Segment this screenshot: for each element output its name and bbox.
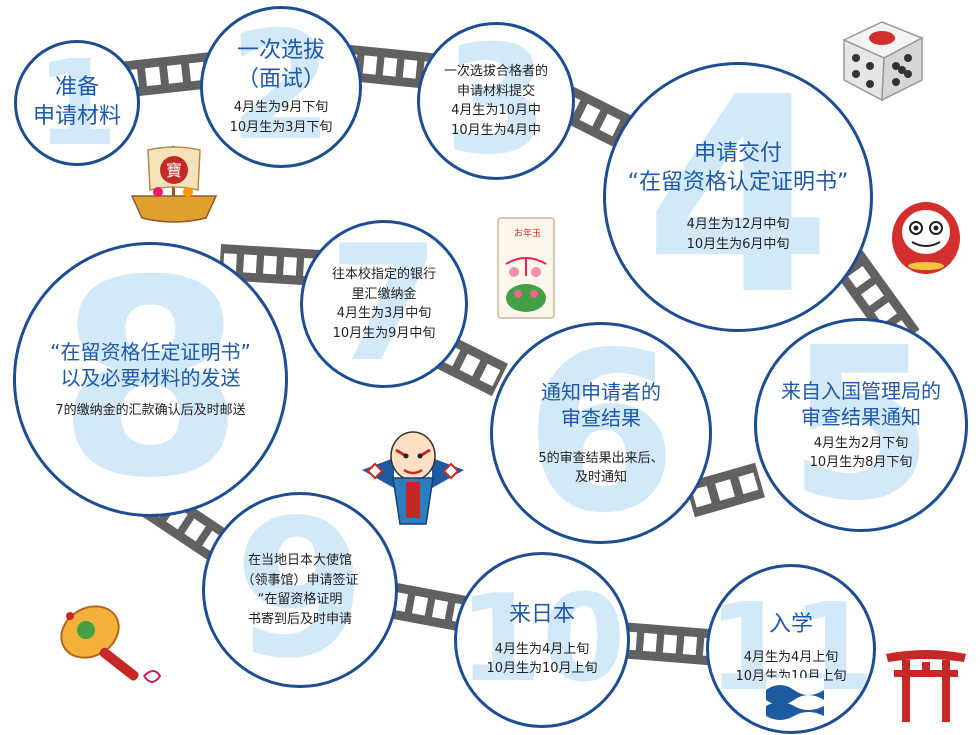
step-2: 2 一次选拔 （面试） 4月生为9月下旬 10月生为3月下旬 — [200, 6, 362, 168]
treasure-ship-icon: 寶 — [130, 146, 218, 223]
step-detail: 4月生为4月上旬 10月生为10月上旬 — [486, 641, 598, 677]
dice-icon — [842, 21, 924, 102]
step-number: 8 — [56, 242, 245, 517]
torii-gate-icon — [886, 650, 966, 722]
step-7: 7 往本校指定的银行 里汇缴纳金 4月生为3月中旬 10月生为9月中旬 — [300, 220, 468, 388]
step-number: 4 — [644, 62, 832, 332]
step-detail: 4月生为2月下旬 10月生为8月下旬 — [809, 435, 913, 471]
envelope-icon: お年玉 — [497, 217, 555, 319]
step-detail: 4月生为9月下旬 10月生为3月下旬 — [229, 100, 333, 135]
step-number: 10 — [458, 570, 626, 709]
step-detail: 在当地日本大使馆 （领事馆）申请签证 “在留资格证明 书寄到后及时申请 — [241, 553, 359, 627]
lucky-mallet-icon — [60, 605, 162, 683]
kabuki-kite-icon — [362, 431, 464, 525]
step-10: 10 来日本 4月生为4月上旬 10月生为10月上旬 — [454, 552, 630, 728]
step-number: 2 — [228, 6, 334, 168]
step-title: 来日本 — [508, 602, 575, 628]
film-strip-connector — [685, 462, 765, 518]
step-title: 准备 申请材料 — [32, 75, 121, 129]
step-1: 1 准备 申请材料 — [14, 40, 140, 166]
step-number: 7 — [328, 220, 440, 388]
step-number: 3 — [443, 22, 549, 180]
step-title: 申请交付 “在留资格认定证明书” — [627, 140, 849, 195]
step-number: 9 — [233, 492, 367, 688]
step-4: 4 申请交付 “在留资格认定证明书” 4月生为12月中旬 10月生为6月中旬 — [603, 62, 873, 332]
ship-label: 寶 — [166, 161, 182, 180]
step-detail: 7的缴纳金的汇款确认后及时邮送 — [55, 402, 246, 418]
step-number: 6 — [524, 322, 678, 544]
step-5: 5 来自入国管理局的 审查结果通知 4月生为2月下旬 10月生为8月下旬 — [754, 318, 968, 532]
wave-flag-icon — [766, 678, 824, 720]
step-3: 3 一次选拔合格者的 申请材料提交 4月生为10月中 10月生为4月中 — [417, 22, 575, 180]
step-title: 一次选拔 （面试） — [236, 37, 325, 92]
step-number: 5 — [787, 318, 935, 532]
daruma-icon — [892, 202, 960, 274]
step-detail: 一次选拔合格者的 申请材料提交 4月生为10月中 10月生为4月中 — [443, 64, 548, 138]
envelope-label: お年玉 — [514, 227, 541, 239]
step-number: 1 — [35, 40, 119, 166]
step-title: “在留资格任定证明书” 以及必要材料的发送 — [50, 339, 251, 390]
step-title: 通知申请者的 审查结果 — [541, 379, 661, 430]
step-title: 来自入国管理局的 审查结果通知 — [781, 378, 941, 429]
step-detail: 往本校指定的银行 里汇缴纳金 4月生为3月中旬 10月生为9月中旬 — [331, 267, 436, 341]
step-8: 8 “在留资格任定证明书” 以及必要材料的发送 7的缴纳金的汇款确认后及时邮送 — [13, 242, 288, 517]
step-9: 9 在当地日本大使馆 （领事馆）申请签证 “在留资格证明 书寄到后及时申请 — [202, 492, 398, 688]
step-6: 6 通知申请者的 审查结果 5的审查结果出来后、 及时通知 — [490, 322, 712, 544]
step-title: 入学 — [768, 612, 813, 638]
step-detail: 5的审查结果出来后、 及时通知 — [538, 450, 664, 486]
step-detail: 4月生为12月中旬 10月生为6月中旬 — [686, 217, 790, 252]
